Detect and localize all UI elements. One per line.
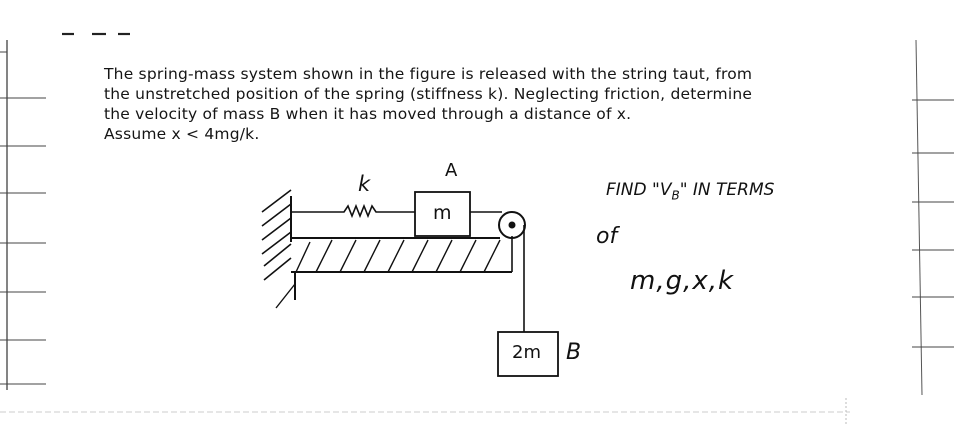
spring-label-k: k <box>358 172 371 196</box>
problem-statement: The spring-mass system shown in the figu… <box>104 64 904 144</box>
note-line-1-suffix: " IN TERMS <box>679 180 775 200</box>
problem-line-2: the unstretched position of the spring (… <box>104 85 753 103</box>
left-margin-ticks <box>0 51 46 385</box>
lower-wall-hatch <box>275 283 296 309</box>
note-line-3: m,g,x,k <box>630 266 735 296</box>
problem-line-4: Assume x < 4mg/k. <box>104 125 260 143</box>
spring <box>291 203 416 219</box>
block-a-mass: m <box>433 202 452 224</box>
block-b <box>497 331 559 377</box>
block-a-label: A <box>445 160 458 181</box>
note-line-1: FIND "VB" IN TERMS <box>606 180 774 202</box>
note-line-1-prefix: FIND "V <box>606 180 672 200</box>
table-hatching <box>295 239 501 273</box>
right-margin-ticks <box>912 99 954 348</box>
problem-line-3: the velocity of mass B when it has moved… <box>104 105 632 123</box>
right-margin-line <box>915 39 923 396</box>
block-b-mass: 2m <box>512 342 541 363</box>
note-line-2: of <box>596 224 618 249</box>
block-a <box>414 191 471 237</box>
wall-hatching <box>261 189 292 281</box>
pulley-axle <box>508 221 516 229</box>
note-line-1-subscript: B <box>671 188 680 203</box>
problem-line-1: The spring-mass system shown in the figu… <box>104 65 753 83</box>
block-b-label: B <box>566 340 582 365</box>
